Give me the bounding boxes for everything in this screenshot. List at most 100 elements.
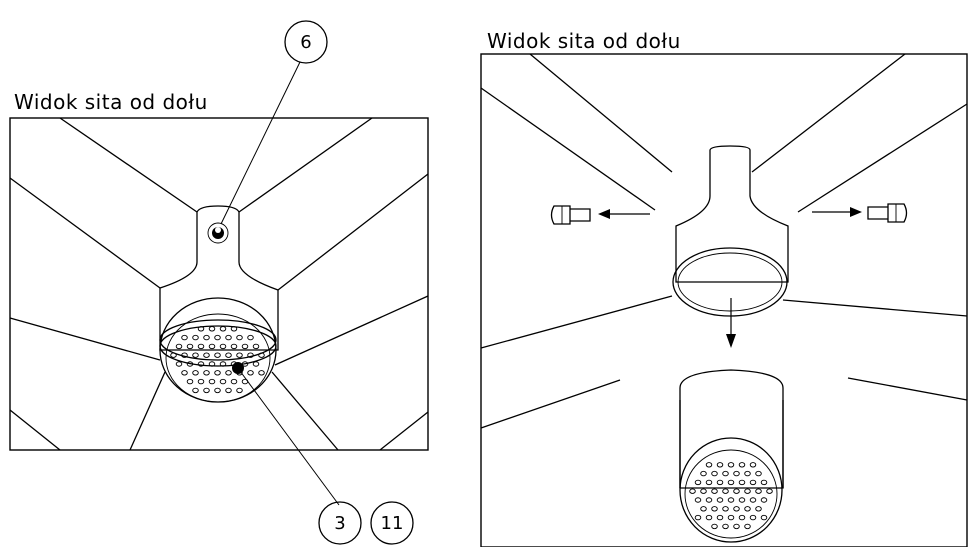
left-cross-arms — [9, 117, 429, 451]
left-center-screw — [232, 362, 244, 374]
sieve-hole — [700, 488, 707, 494]
sieve-down-arrow — [726, 298, 736, 348]
sieve-hole — [749, 479, 757, 486]
sieve-hole — [705, 514, 713, 521]
callout-11-bubble — [370, 501, 414, 545]
callout-6-label: 6 — [300, 32, 311, 53]
sieve-hole — [197, 326, 205, 332]
callout-3-label: 3 — [334, 513, 345, 534]
sieve-hole — [727, 479, 735, 486]
left-screw-head — [207, 222, 229, 244]
callout-6-leader — [220, 61, 301, 225]
sieve-hole — [236, 352, 243, 358]
sieve-hole — [186, 343, 194, 350]
sieve-hole — [733, 506, 740, 512]
sieve-hole — [258, 352, 265, 358]
sieve-hole — [214, 352, 221, 358]
sieve-hole — [192, 387, 199, 394]
sieve-hole — [722, 488, 729, 494]
sieve-hole — [711, 506, 718, 512]
sieve-hole — [711, 470, 718, 477]
left-bolt-head-icon — [550, 205, 571, 225]
sieve-hole — [738, 497, 746, 503]
sieve-hole — [755, 506, 762, 512]
sieve-hole — [694, 514, 702, 521]
left-view: Widok sita od dołu — [9, 20, 429, 545]
right-right-screw — [812, 203, 908, 223]
sieve-hole — [722, 523, 729, 530]
sieve-hole — [711, 488, 718, 494]
sieve-hole — [258, 370, 265, 376]
sieve-hole — [760, 514, 768, 521]
sieve-hole — [760, 497, 768, 503]
sieve-hole — [722, 470, 729, 477]
callout-6-bubble — [284, 20, 328, 64]
right-sieve-holes — [689, 462, 773, 530]
sieve-hole — [181, 370, 188, 376]
sieve-hole — [744, 488, 751, 494]
sieve-hole — [694, 479, 702, 486]
sieve-hole — [214, 334, 221, 341]
sieve-hole — [186, 361, 194, 367]
sieve-hole — [219, 343, 227, 350]
sieve-hole — [744, 470, 751, 477]
sieve-hole — [727, 497, 735, 503]
sieve-hole — [716, 497, 724, 503]
sieve-hole — [197, 361, 205, 367]
callout-3-leader — [239, 370, 340, 506]
right-view-frame — [480, 53, 968, 547]
sieve-hole — [247, 352, 254, 358]
sieve-hole — [186, 378, 194, 385]
sieve-hole — [192, 370, 199, 376]
sieve-hole — [700, 470, 707, 477]
sieve-hole — [175, 343, 183, 350]
sieve-hole — [225, 352, 232, 358]
sieve-hole — [230, 378, 238, 385]
sieve-hole — [208, 343, 216, 350]
sieve-hole — [181, 334, 188, 341]
sieve-hole — [208, 326, 216, 332]
sieve-hole — [700, 506, 707, 512]
sieve-hole — [214, 387, 221, 394]
sieve-hole — [749, 462, 757, 468]
sieve-hole — [711, 523, 718, 530]
sieve-hole — [252, 361, 260, 367]
sieve-hole — [727, 462, 735, 468]
sieve-hole — [197, 378, 205, 385]
sieve-hole — [705, 479, 713, 486]
left-callouts: 6 3 11 — [220, 20, 414, 545]
right-view: Widok sita od dołu — [480, 29, 968, 547]
removed-sieve-cup — [679, 369, 784, 543]
sieve-hole — [219, 361, 227, 367]
sieve-hole — [181, 352, 188, 358]
sieve-hole — [170, 352, 177, 358]
sieve-hole — [192, 352, 199, 358]
right-left-screw — [550, 205, 650, 225]
sieve-hole — [722, 506, 729, 512]
sieve-hole — [705, 462, 713, 468]
left-sieve — [159, 297, 277, 403]
sieve-hole — [203, 387, 210, 394]
sieve-hole — [744, 523, 751, 530]
sieve-hole — [760, 479, 768, 486]
sieve-hole — [236, 334, 243, 341]
sieve-hole — [225, 387, 232, 394]
sieve-hole — [225, 334, 232, 341]
sieve-hole — [203, 334, 210, 341]
sieve-hole — [247, 370, 254, 376]
sieve-hole — [733, 470, 740, 477]
sieve-hole — [252, 343, 260, 350]
right-bolt-head-icon — [887, 203, 908, 223]
callout-11-label: 11 — [381, 513, 404, 534]
sieve-hole — [247, 334, 254, 341]
sieve-hole — [689, 488, 696, 494]
sieve-hole — [716, 462, 724, 468]
sieve-hole — [203, 352, 210, 358]
sieve-hole — [230, 343, 238, 350]
left-hub — [159, 205, 279, 351]
sieve-hole — [738, 479, 746, 486]
sieve-hole — [192, 334, 199, 341]
right-sieve-opening — [672, 247, 788, 317]
sieve-hole — [214, 370, 221, 376]
